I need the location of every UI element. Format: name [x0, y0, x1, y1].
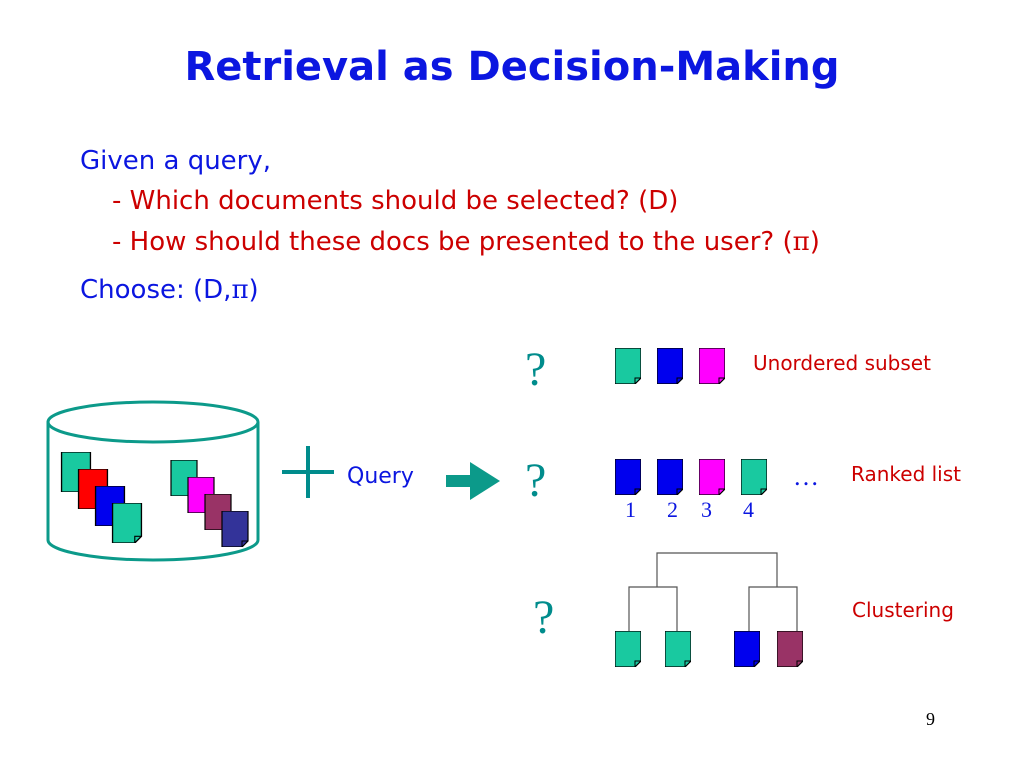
question-mark-ranked: ?	[525, 454, 547, 507]
query-label: Query	[347, 464, 414, 489]
rank-number: 3	[701, 497, 712, 522]
page-number: 9	[926, 709, 935, 729]
how-presented-line: - How should these docs be presented to …	[112, 227, 820, 257]
cluster-tree	[628, 552, 798, 632]
question-mark-cluster: ?	[533, 591, 555, 644]
slide-title: Retrieval as Decision-Making	[184, 44, 840, 90]
unordered-subset-label: Unordered subset	[753, 351, 931, 375]
ranked-list-docs	[615, 459, 767, 495]
rank-number: 1	[625, 497, 636, 522]
rank-number: 4	[743, 497, 754, 522]
clustering-label: Clustering	[852, 598, 954, 622]
close-paren: )	[809, 227, 820, 257]
arrow-icon	[446, 462, 500, 500]
unordered-subset-docs	[615, 348, 725, 384]
how-presented-text: - How should these docs be presented to …	[112, 227, 793, 257]
choose-line: Choose: (D,π)	[80, 275, 259, 305]
which-documents-line: - Which documents should be selected? (D…	[112, 186, 679, 216]
rank-number: 2	[667, 497, 678, 522]
question-mark-subset: ?	[525, 343, 547, 396]
clustering-docs	[615, 631, 803, 667]
given-query-line: Given a query,	[80, 146, 272, 176]
ellipsis: …	[793, 462, 819, 491]
pi-symbol: π	[792, 227, 810, 257]
choose-text: Choose: (D,	[80, 275, 232, 305]
close-paren: )	[248, 275, 259, 305]
plus-icon: +	[282, 446, 334, 498]
pi-symbol: π	[231, 275, 249, 305]
ranked-list-label: Ranked list	[851, 462, 961, 486]
